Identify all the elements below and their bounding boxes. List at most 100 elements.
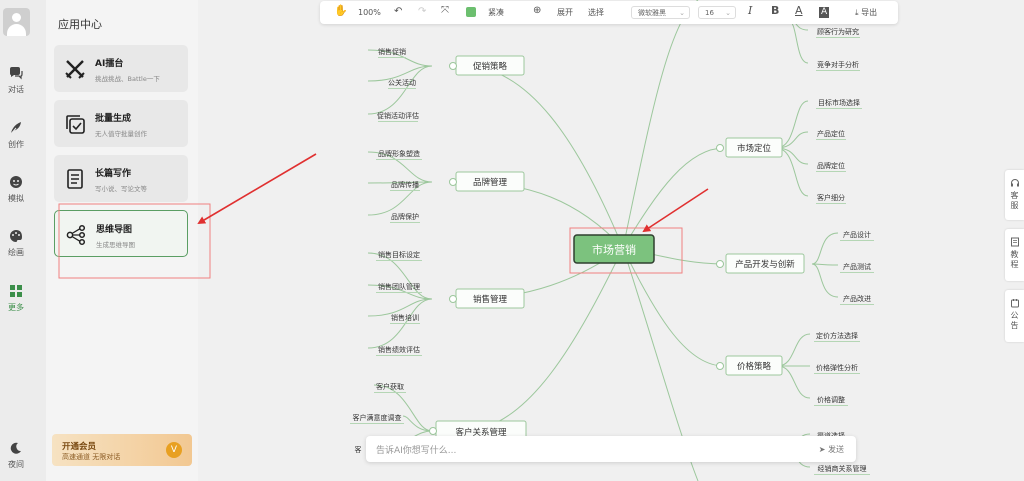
vip-banner[interactable]: 开通会员 高速通道 无限对话 V [52,434,192,466]
panel-title: 应用中心 [58,18,102,31]
mindmap-leaf-node[interactable]: 销售促销 [378,47,406,56]
app-center-panel: 应用中心 AI擂台 挑战挑战、Battle一下 批量生成 无人值守批量创作 长篇… [46,0,198,481]
rail-item-simulate[interactable]: 模拟 [0,175,32,204]
mindmap-leaf-node[interactable]: 客 [355,445,362,454]
mindmap-leaf-node[interactable]: 价格弹性分析 [816,363,858,372]
batch-icon [66,115,85,134]
undo-icon[interactable]: ↶ [394,6,403,17]
mindmap-branch-node[interactable]: 促销策略 [473,61,508,72]
mindmap-leaf-node[interactable]: 品牌形象塑造 [378,149,420,158]
swords-icon [65,60,85,79]
rail-item-more[interactable]: 更多 [0,284,32,313]
rail-label: 夜间 [8,460,24,469]
mindmap-branch-node[interactable]: 市场定位 [737,143,772,154]
headset-icon [1010,179,1019,187]
tutorial-tab[interactable]: 教程 [1005,229,1024,281]
mindmap-leaf-node[interactable]: 目标市场选择 [818,98,860,107]
target-icon[interactable]: ⊕ [533,5,542,16]
mindmap-branch-node[interactable]: 销售管理 [473,294,508,305]
palette-icon [10,230,22,242]
mindmap-leaf-node[interactable]: 品牌保护 [391,212,419,221]
card-long-writing[interactable]: 长篇写作 写小说、写论文等 [54,155,188,202]
font-family-select[interactable]: 微软雅黑⌄ [631,6,690,19]
rail-item-chat[interactable]: 对话 [0,66,32,95]
grid-icon [10,285,22,297]
export-button[interactable]: ⤓ 导出 [855,7,877,19]
user-avatar[interactable] [3,8,30,36]
color-swatch[interactable] [466,7,476,17]
mindmap-leaf-node[interactable]: 产品设计 [843,230,871,239]
rail-item-night[interactable]: 夜间 [0,441,32,470]
document-icon [67,169,83,189]
support-tab[interactable]: 客服 [1005,170,1024,220]
download-icon: ⤓ [855,8,859,17]
prompt-input-bar[interactable]: 告诉AI你想写什么... ➤ 发送 [366,436,856,462]
mindmap-branch-node[interactable]: 客户关系管理 [455,427,507,438]
mindmap-canvas[interactable]: 市场营销 促销策略 品牌管理 销售管理 客户关系管理 市场定位 产品开发与创新 … [198,0,1004,481]
card-ai-arena[interactable]: AI擂台 挑战挑战、Battle一下 [54,45,188,92]
rail-item-paint[interactable]: 绘画 [0,229,32,258]
mindmap-leaf-node[interactable]: 价格调整 [817,395,845,404]
mindmap-leaf-node[interactable]: 顾客行为研究 [817,27,859,36]
italic-icon[interactable]: I [748,4,753,17]
rail-label: 模拟 [8,194,24,203]
mindmap-leaf-node[interactable]: 公关活动 [388,78,416,87]
card-subtitle: 无人值守批量创作 [95,130,147,138]
mindmap-diagram: 市场营销 促销策略 品牌管理 销售管理 客户关系管理 市场定位 产品开发与创新 … [350,0,874,481]
prompt-placeholder[interactable]: 告诉AI你想写什么... [376,446,457,456]
mindmap-icon [66,224,86,246]
card-mind-map[interactable]: 思维导图 生成思维导图 [54,210,188,257]
rail-item-create[interactable]: 创作 [0,121,32,150]
send-label: 发送 [828,445,844,454]
mindmap-leaf-node[interactable]: 经销商关系管理 [818,464,867,473]
mindmap-leaf-node[interactable]: 品牌传播 [391,180,419,189]
mindmap-leaf-node[interactable]: 产品定位 [817,129,845,138]
mindmap-branch-node[interactable]: 品牌管理 [473,177,508,188]
send-button[interactable]: ➤ 发送 [819,444,844,455]
card-batch-generate[interactable]: 批量生成 无人值守批量创作 [54,100,188,147]
export-label: 导出 [861,8,878,17]
vip-title: 开通会员 [62,442,97,452]
highlight-icon[interactable]: A [819,7,830,18]
text-color-icon[interactable]: A [795,4,803,17]
rail-label: 对话 [8,85,24,94]
mindmap-leaf-node[interactable]: 客户获取 [376,382,404,391]
mindmap-leaf-node[interactable]: 销售目标设定 [378,250,420,259]
fit-view-icon[interactable]: ⤧ [441,5,449,16]
font-size-value: 16 [705,9,714,17]
compact-button[interactable]: 紧凑 [488,8,504,17]
mindmap-leaf-node[interactable]: 产品测试 [843,262,871,271]
chat-icon [10,67,23,80]
select-button[interactable]: 选择 [588,8,604,17]
mindmap-center-node[interactable]: 市场营销 [592,243,636,257]
mindmap-leaf-node[interactable]: 客户满意度调查 [353,413,402,422]
highlight-box [569,227,683,274]
mindmap-branch-node[interactable]: 产品开发与创新 [735,259,795,270]
mindmap-leaf-node[interactable]: 促销活动评估 [377,111,419,120]
redo-icon[interactable]: ↷ [418,6,427,17]
mindmap-leaf-node[interactable]: 客户细分 [817,193,845,202]
zoom-level[interactable]: 100% [358,8,381,17]
mindmap-leaf-node[interactable]: 销售团队管理 [378,282,420,291]
mindmap-branch-node[interactable]: 价格策略 [737,361,772,372]
chevron-down-icon: ⌄ [679,9,685,17]
font-size-select[interactable]: 16 ⌄ [698,6,736,19]
hand-pan-icon[interactable]: ✋ [334,4,348,17]
send-icon: ➤ [818,445,826,454]
mindmap-leaf-node[interactable]: 销售绩效评估 [378,345,420,354]
mindmap-leaf-node[interactable]: 品牌定位 [817,161,845,170]
mindmap-leaf-node[interactable]: 渠道选择 [817,431,845,440]
expand-button[interactable]: 展开 [557,8,573,17]
rail-label: 更多 [8,303,24,312]
mindmap-leaf-node[interactable]: 竞争对手分析 [817,60,859,69]
notice-tab[interactable]: 公告 [1005,290,1024,342]
vip-badge-icon: V [166,442,182,458]
vip-subtitle: 高速通道 无限对话 [62,453,121,461]
bold-icon[interactable]: B [771,4,780,17]
chevron-down-icon: ⌄ [725,9,731,17]
mindmap-leaf-node[interactable]: 产品改进 [843,294,871,303]
mindmap-leaf-node[interactable]: 销售培训 [391,313,419,322]
card-subtitle: 生成思维导图 [96,241,135,249]
mindmap-leaf-node[interactable]: 定价方法选择 [816,331,858,340]
